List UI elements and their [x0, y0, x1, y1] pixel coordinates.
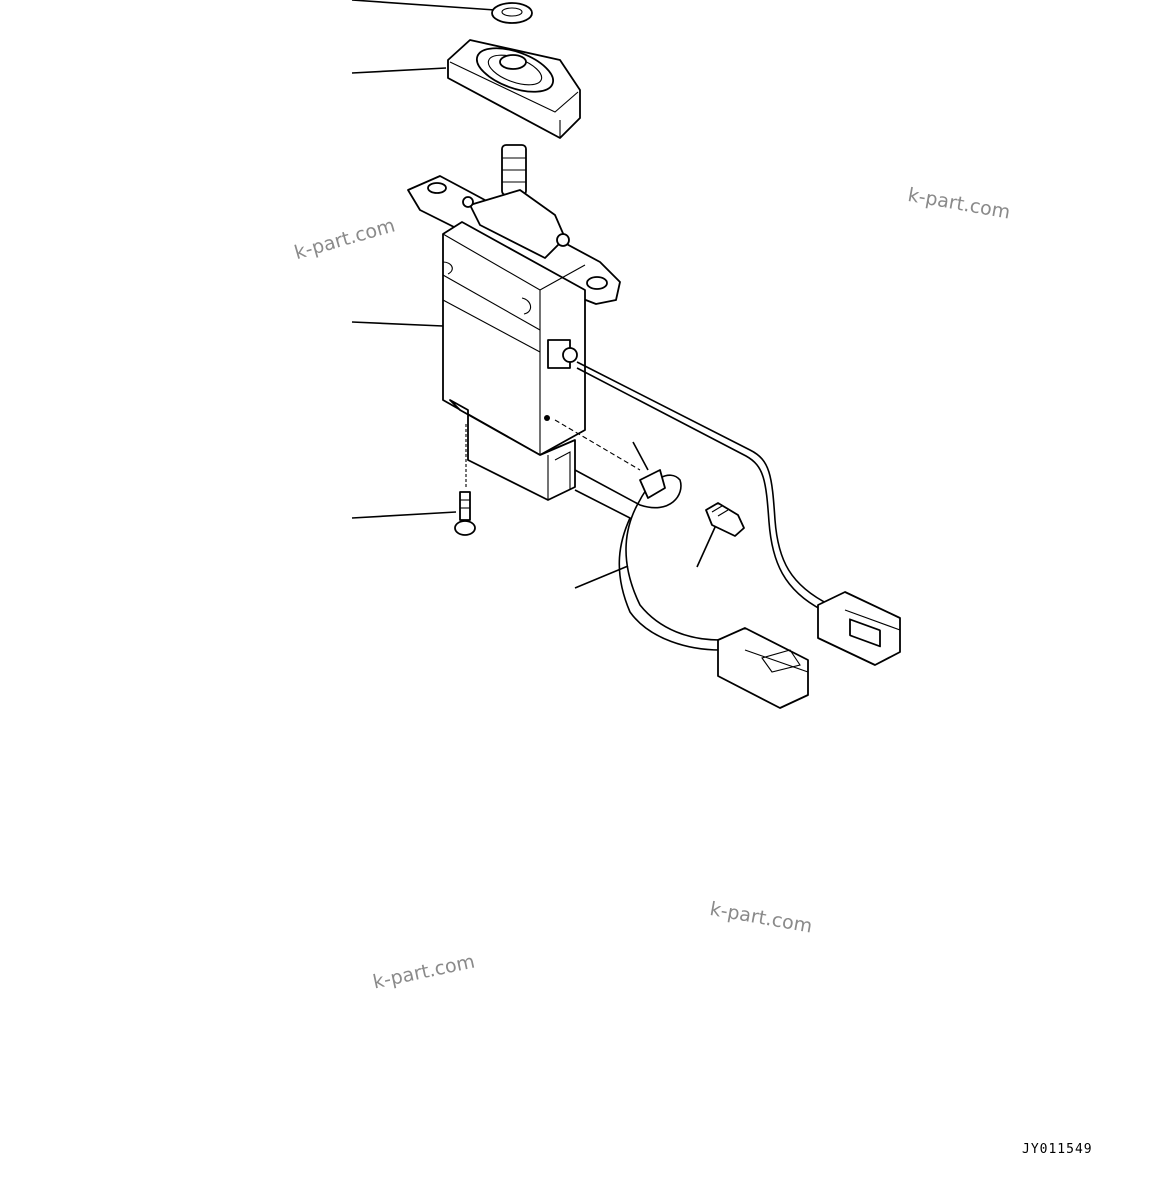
switch-body	[442, 221, 586, 501]
lever-shaft	[501, 144, 527, 196]
alignment-line	[554, 419, 641, 471]
screw-part	[705, 502, 745, 537]
knob-cover-part	[447, 39, 581, 139]
wire-harness-thin	[576, 361, 901, 666]
figure-id: JY011549	[1022, 1142, 1093, 1157]
mounting-bracket	[407, 175, 621, 305]
leader-lines	[351, 0, 717, 589]
washer-part	[491, 2, 533, 24]
wire-harness-thick	[574, 469, 809, 709]
bolt-part	[454, 424, 476, 536]
